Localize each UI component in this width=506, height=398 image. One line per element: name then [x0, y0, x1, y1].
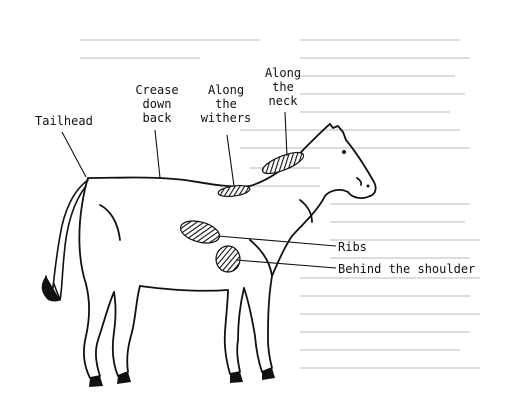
label-behind-the-shoulder: Behind the shoulder: [338, 262, 475, 276]
tail: [46, 180, 88, 300]
label-crease-down-back: Crease down back: [128, 83, 186, 125]
fat-area-behind-shoulder: [216, 246, 240, 272]
tail-tip: [42, 276, 60, 302]
eye-dot: [342, 150, 346, 154]
label-along-the-withers: Along the withers: [197, 83, 255, 125]
nostril-dot: [367, 185, 370, 188]
leader-lines: [62, 112, 336, 268]
label-tailhead: Tailhead: [35, 114, 93, 128]
label-along-the-neck: Along the neck: [258, 66, 308, 108]
label-ribs: Ribs: [338, 240, 367, 254]
fat-area-ribs: [178, 217, 222, 247]
fat-area-neck: [260, 148, 306, 177]
